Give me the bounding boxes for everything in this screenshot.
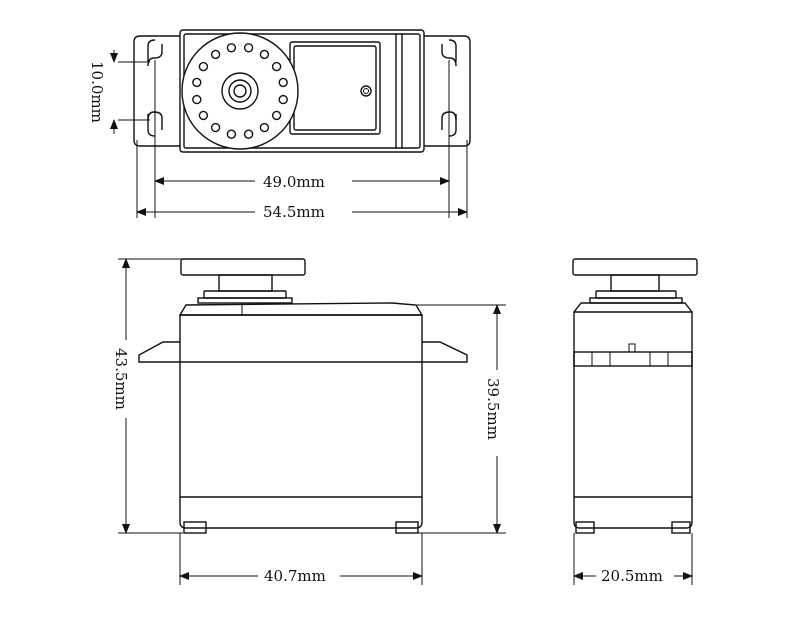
servo-horn-disc (181, 32, 299, 150)
label-recess (289, 41, 381, 135)
horn-holes (192, 43, 288, 139)
horn-hole (192, 94, 202, 105)
horn-hole (243, 43, 254, 53)
label-body-depth: 20.5mm (601, 567, 663, 585)
servo-body-side (179, 315, 423, 529)
horn-hole (278, 94, 288, 105)
side-ribs (591, 352, 669, 366)
side-body (573, 302, 693, 529)
horn-hole (278, 77, 288, 88)
label-body-length: 40.7mm (264, 567, 326, 585)
horn-hole (226, 129, 237, 139)
horn-hole (210, 49, 221, 60)
side-view: 20.5mm (572, 258, 698, 585)
horn-hole (271, 61, 282, 72)
label-body-height: 39.5mm (484, 378, 502, 440)
horn-hole (226, 43, 237, 53)
horn-hole (271, 110, 282, 121)
top-view: 10.0mm 49.0mm 54.5mm (88, 29, 471, 221)
front-right-flange (422, 341, 468, 363)
label-mount-spacing: 10.0mm (88, 61, 106, 123)
servo-horn-side (180, 258, 306, 276)
label-hole-span: 49.0mm (263, 173, 325, 191)
foot-left (183, 521, 207, 534)
horn-hole (259, 49, 270, 60)
servo-body-top (179, 29, 425, 153)
side-foot-right (671, 521, 691, 534)
label-tab-width: 54.5mm (263, 203, 325, 221)
horn-hole (210, 122, 221, 133)
output-shaft (221, 72, 259, 110)
left-mount-tab (133, 35, 180, 147)
horn-hole (192, 77, 202, 88)
horn-hole (198, 110, 209, 121)
screw-hole (360, 85, 372, 97)
horn-hole (243, 129, 254, 139)
side-foot-left (575, 521, 595, 534)
front-left-flange (138, 341, 180, 363)
side-horn (572, 258, 698, 276)
right-mount-tab (424, 35, 471, 147)
front-view: 43.5mm 39.5mm 40.7mm (112, 258, 506, 585)
label-overall-height: 43.5mm (112, 348, 130, 410)
horn-hole (198, 61, 209, 72)
foot-right (395, 521, 419, 534)
horn-hole (259, 122, 270, 133)
